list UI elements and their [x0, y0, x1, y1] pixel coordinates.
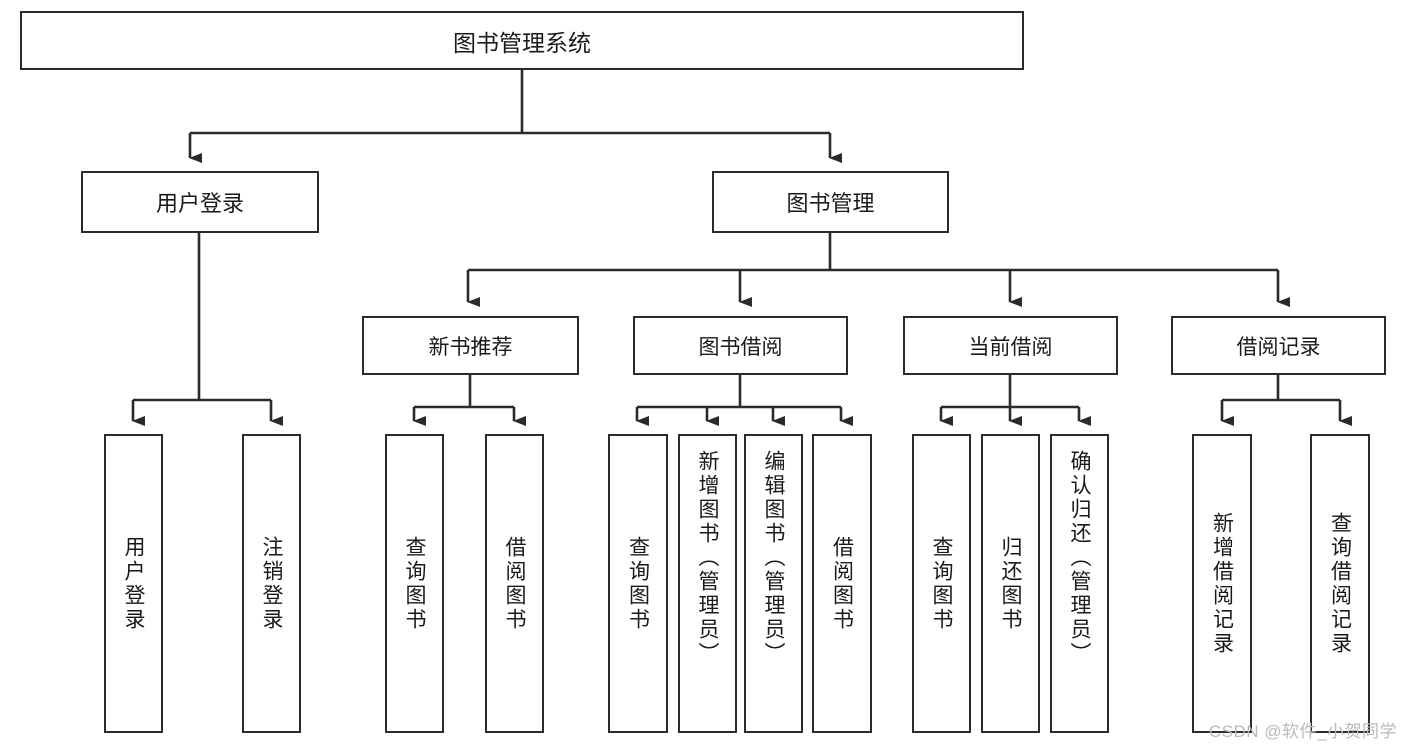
leaf-confirm-return-admin[interactable]: 确认归还（管理员）	[1050, 434, 1109, 733]
node-book-management-label: 图书管理	[786, 191, 875, 216]
leaf-borrow-book-recommend-label: 借阅图书	[503, 535, 526, 632]
node-new-book-recommend-label: 新书推荐	[428, 335, 513, 359]
node-new-book-recommend[interactable]: 新书推荐	[362, 316, 579, 375]
node-borrow-record-label: 借阅记录	[1236, 335, 1321, 359]
leaf-query-book-current-label: 查询图书	[930, 535, 953, 632]
leaf-add-book-admin-label: 新增图书（管理员）	[696, 450, 719, 666]
node-root[interactable]: 图书管理系统	[20, 11, 1024, 70]
node-current-borrow-label: 当前借阅	[968, 335, 1053, 359]
leaf-query-book-recommend[interactable]: 查询图书	[385, 434, 444, 733]
node-book-borrow[interactable]: 图书借阅	[633, 316, 848, 375]
leaf-return-book-label: 归还图书	[999, 535, 1022, 632]
leaf-query-book-current[interactable]: 查询图书	[912, 434, 971, 733]
leaf-user-login-label: 用户登录	[122, 535, 145, 632]
leaf-borrow-book-label: 借阅图书	[830, 535, 854, 632]
node-book-management[interactable]: 图书管理	[712, 171, 949, 233]
leaf-query-book-label: 查询图书	[626, 535, 650, 632]
leaf-user-login[interactable]: 用户登录	[104, 434, 163, 733]
leaf-add-borrow-record-label: 新增借阅记录	[1210, 511, 1234, 656]
leaf-return-book[interactable]: 归还图书	[981, 434, 1040, 733]
leaf-query-borrow-record-label: 查询借阅记录	[1328, 511, 1352, 656]
leaf-add-book-admin[interactable]: 新增图书（管理员）	[678, 434, 737, 733]
watermark: CSDN @软件_小贺同学	[1208, 722, 1397, 741]
leaf-borrow-book-recommend[interactable]: 借阅图书	[485, 434, 544, 733]
leaf-confirm-return-admin-label: 确认归还（管理员）	[1068, 450, 1091, 666]
leaf-add-borrow-record[interactable]: 新增借阅记录	[1192, 434, 1252, 733]
leaf-query-book-recommend-label: 查询图书	[403, 535, 426, 632]
leaf-borrow-book[interactable]: 借阅图书	[812, 434, 872, 733]
node-user-login-label: 用户登录	[155, 191, 244, 216]
leaf-edit-book-admin[interactable]: 编辑图书（管理员）	[744, 434, 803, 733]
node-root-label: 图书管理系统	[453, 29, 591, 56]
leaf-query-borrow-record[interactable]: 查询借阅记录	[1310, 434, 1370, 733]
leaf-logout-label: 注销登录	[260, 535, 283, 632]
leaf-edit-book-admin-label: 编辑图书（管理员）	[762, 450, 785, 666]
node-book-borrow-label: 图书借阅	[698, 335, 783, 359]
leaf-logout[interactable]: 注销登录	[242, 434, 301, 733]
node-borrow-record[interactable]: 借阅记录	[1171, 316, 1386, 375]
node-user-login[interactable]: 用户登录	[81, 171, 319, 233]
leaf-query-book[interactable]: 查询图书	[608, 434, 668, 733]
node-current-borrow[interactable]: 当前借阅	[903, 316, 1118, 375]
